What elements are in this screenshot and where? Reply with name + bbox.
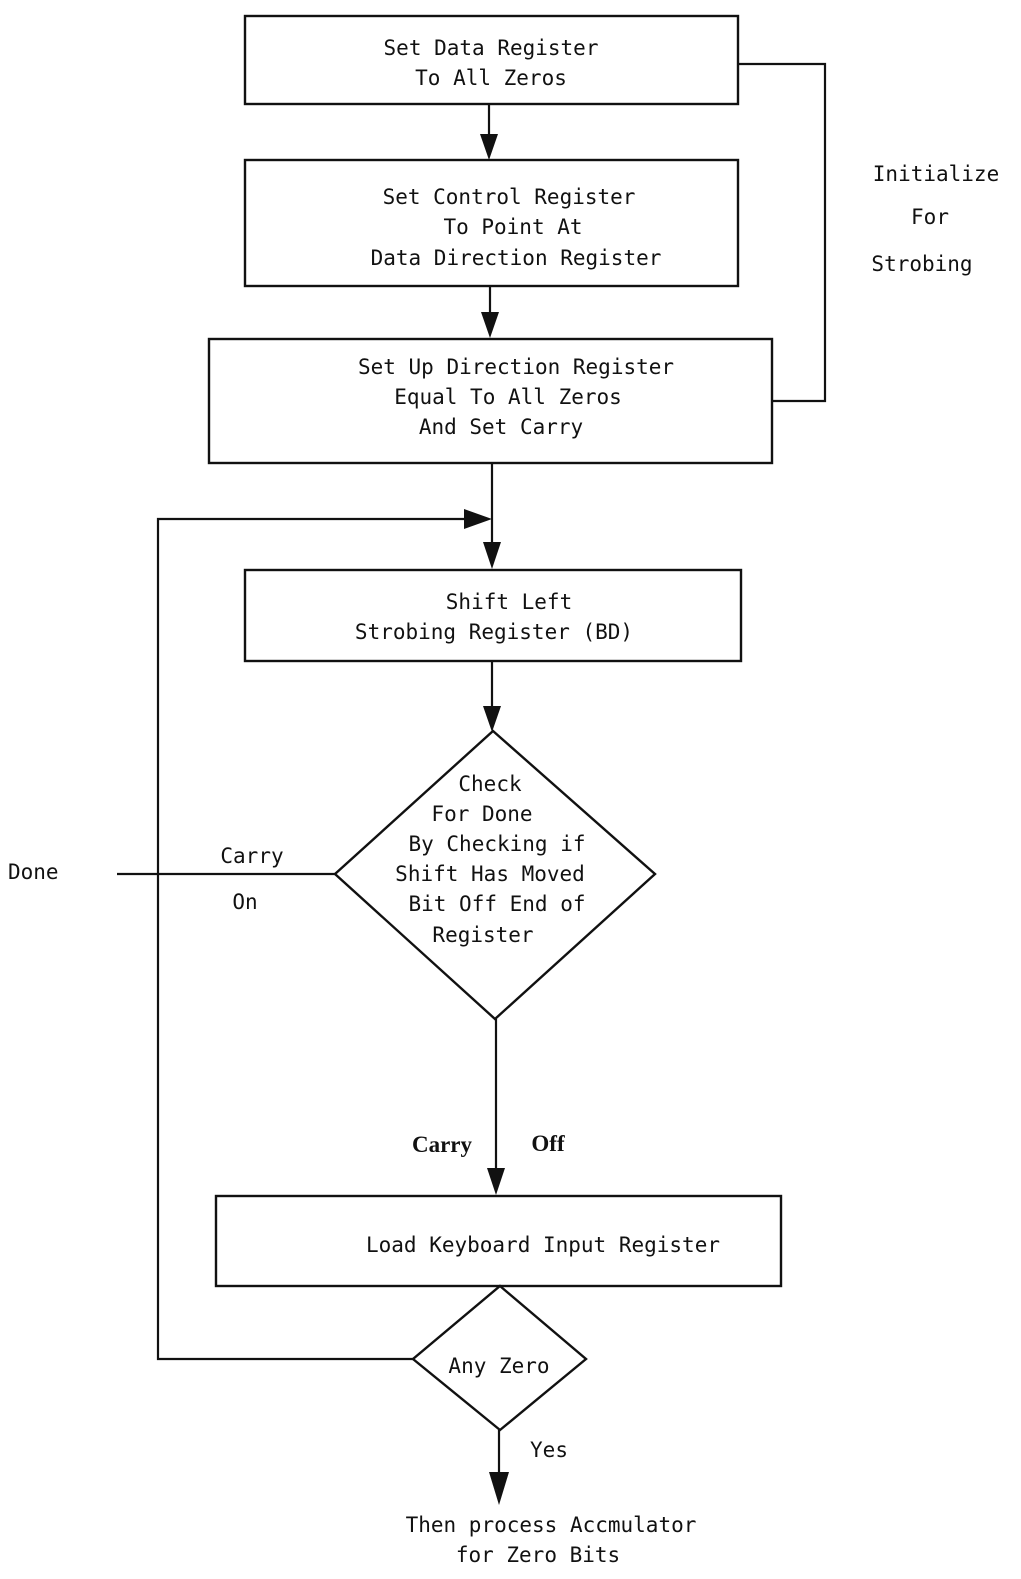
arrowhead-loop-back [464,509,492,529]
initialize-for-strobing-label: Initialize For Strobing [871,162,999,276]
carry-off-label-off: Off [531,1131,565,1156]
box-shift-left-line-1: Shift Left [446,590,572,614]
decision-check-line-1: Check [458,772,522,796]
arrowhead-carry-off [487,1168,505,1195]
arrowhead-1-2 [480,134,498,160]
decision-check-line-5: Bit Off End of [408,892,585,916]
box-set-control-register: Set Control Register To Point At Data Di… [243,158,740,288]
box-shift-left-line-2: Strobing Register (BD) [355,620,633,644]
loop-back-line [156,517,470,1361]
arrowhead-3-4 [483,542,501,569]
box-set-control-register-line-3: Data Direction Register [371,246,662,270]
box-set-up-direction-register: Set Up Direction Register Equal To All Z… [207,337,774,465]
box-load-keyboard-line-1: Load Keyboard Input Register [366,1233,720,1257]
box-set-up-direction-register-line-2: Equal To All Zeros [394,385,622,409]
final-label-line-2: for Zero Bits [456,1543,620,1567]
carry-on-label-line-2: On [232,890,257,914]
decision-check-line-3: By Checking if [408,832,585,856]
box-set-data-register-line-2: To All Zeros [415,66,567,90]
carry-on-label-line-1: Carry [220,844,283,868]
decision-any-zero-line-1: Any Zero [448,1354,549,1378]
yes-label: Yes [530,1438,568,1462]
done-label: Done [8,860,59,884]
decision-check-line-6: Register [432,923,533,947]
initialize-label-line-2: For [911,205,949,229]
initialize-bracket [738,62,827,403]
box-set-control-register-line-2: To Point At [443,215,582,239]
final-label-line-1: Then process Accmulator [406,1513,697,1537]
arrowhead-yes [489,1472,509,1505]
box-set-up-direction-register-line-1: Set Up Direction Register [358,355,674,379]
box-set-data-register: Set Data Register To All Zeros [243,14,740,106]
box-shift-left: Shift Left Strobing Register (BD) [243,568,743,663]
decision-check-line-2: For Done [431,802,532,826]
arrowhead-4-decision [483,706,501,732]
initialize-label-line-1: Initialize [873,162,999,186]
arrowhead-2-3 [481,312,499,338]
box-set-data-register-line-1: Set Data Register [384,36,599,60]
box-set-control-register-line-1: Set Control Register [383,185,636,209]
box-set-up-direction-register-line-3: And Set Carry [419,415,583,439]
box-load-keyboard-input-register: Load Keyboard Input Register [214,1194,783,1288]
carry-off-label-carry: Carry [412,1132,473,1157]
decision-check-line-4: Shift Has Moved [395,862,585,886]
initialize-label-line-3: Strobing [871,252,972,276]
decision-any-zero: Any Zero [411,1284,588,1432]
decision-check-for-done: Check For Done By Checking if Shift Has … [333,729,657,1021]
